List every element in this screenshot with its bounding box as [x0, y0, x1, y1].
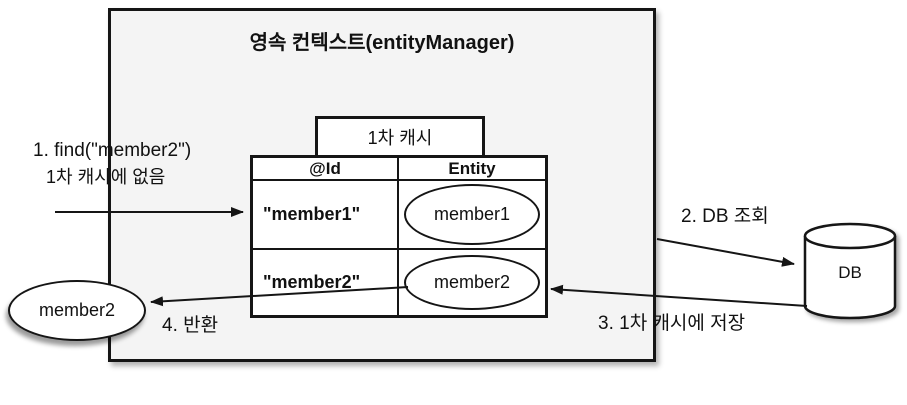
- step1-find-call-text: 1. find("member2"): [33, 140, 192, 161]
- member1-entity-label: member1: [433, 204, 511, 224]
- step2-db-query-text: 2. DB 조회: [681, 206, 769, 227]
- step4-return-text: 4. 반환: [162, 315, 219, 336]
- table-row-member2-id: "member2": [253, 250, 399, 315]
- first-level-cache-label: 1차 캐시: [367, 128, 433, 148]
- member2-entity-label: member2: [433, 272, 511, 292]
- member2-entity-ellipse: member2: [404, 255, 540, 310]
- member1-entity-ellipse: member1: [404, 184, 540, 245]
- first-level-cache-tab: 1차 캐시: [315, 116, 485, 158]
- returned-entity-ellipse: member2: [8, 280, 146, 341]
- table-row-member1-id: "member1": [253, 181, 399, 250]
- persistence-context-title: 영속 컨텍스트(entityManager): [249, 32, 515, 54]
- returned-entity-label: member2: [38, 300, 116, 320]
- database-cylinder-icon: [803, 222, 897, 320]
- table-row-member2-entity: member2: [399, 250, 545, 315]
- database-label: DB: [838, 263, 862, 282]
- arrow-step2-db-query: [656, 238, 795, 267]
- step3-cache-store-text: 3. 1차 캐시에 저장: [598, 313, 746, 334]
- column-header-entity: Entity: [399, 158, 545, 181]
- column-header-id: @Id: [253, 158, 399, 181]
- cache-table: @Id Entity "member1" member1 "member2" m…: [250, 155, 548, 318]
- step1-cache-miss-text: 1차 캐시에 없음: [46, 167, 166, 187]
- table-row-member1-entity: member1: [399, 181, 545, 250]
